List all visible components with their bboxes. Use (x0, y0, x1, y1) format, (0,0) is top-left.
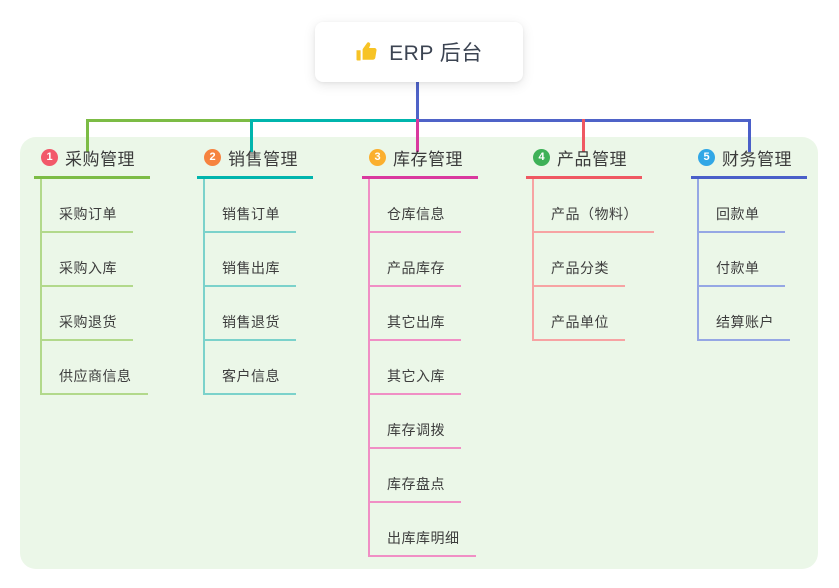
mindmap-node[interactable]: 客户信息 (205, 341, 296, 395)
branch-title: 采购管理 (65, 150, 135, 169)
node-label: 产品库存 (387, 260, 445, 276)
branch-finance-management: 5 财务管理 回款单付款单结算账户 (691, 137, 807, 341)
branch-title: 产品管理 (557, 150, 627, 169)
branch-children: 销售订单销售出库销售退货客户信息 (203, 179, 296, 395)
node-label: 库存调拨 (387, 422, 445, 438)
mindmap-node[interactable]: 采购退货 (42, 287, 133, 341)
connector-bus-green (86, 119, 254, 122)
connector-drop-product (582, 119, 585, 152)
branch-header[interactable]: 4 产品管理 (526, 137, 642, 179)
node-label: 产品分类 (551, 260, 609, 276)
branch-header[interactable]: 5 财务管理 (691, 137, 807, 179)
node-label: 销售出库 (222, 260, 280, 276)
branch-header[interactable]: 2 销售管理 (197, 137, 313, 179)
branch-header[interactable]: 1 采购管理 (34, 137, 150, 179)
branch-children: 仓库信息产品库存其它出库其它入库库存调拨库存盘点出库库明细 (368, 179, 476, 557)
branch-title: 销售管理 (228, 150, 298, 169)
branch-children: 采购订单采购入库采购退货供应商信息 (40, 179, 148, 395)
mindmap-panel (20, 137, 818, 569)
mindmap-node[interactable]: 产品单位 (534, 287, 625, 341)
node-label: 采购订单 (59, 206, 117, 222)
node-label: 结算账户 (716, 314, 774, 330)
branch-number-badge: 5 (698, 149, 715, 166)
root-title: ERP 后台 (389, 42, 483, 65)
branch-number-badge: 4 (533, 149, 550, 166)
node-label: 出库库明细 (387, 530, 460, 546)
mindmap-node[interactable]: 采购订单 (42, 179, 133, 233)
branch-number-badge: 1 (41, 149, 58, 166)
node-label: 付款单 (716, 260, 760, 276)
node-label: 其它入库 (387, 368, 445, 384)
branch-children: 回款单付款单结算账户 (697, 179, 790, 341)
thumbs-up-icon (355, 40, 379, 64)
connector-drop-sales (250, 119, 253, 152)
mindmap-node[interactable]: 库存调拨 (370, 395, 461, 449)
mindmap-node[interactable]: 产品分类 (534, 233, 625, 287)
branch-children: 产品（物料） 产品分类产品单位 (532, 179, 654, 341)
mindmap-node[interactable]: 销售出库 (205, 233, 296, 287)
connector-bus-teal (252, 119, 418, 122)
node-label: 库存盘点 (387, 476, 445, 492)
node-label: 销售订单 (222, 206, 280, 222)
node-label: 采购退货 (59, 314, 117, 330)
node-label: 产品（物料） (551, 206, 638, 222)
mindmap-node[interactable]: 产品库存 (370, 233, 461, 287)
mindmap-node[interactable]: 采购入库 (42, 233, 133, 287)
connector-drop-inventory (416, 119, 419, 152)
mindmap-node[interactable]: 付款单 (699, 233, 785, 287)
branch-inventory-management: 3 库存管理 仓库信息产品库存其它出库其它入库库存调拨库存盘点出库库明细 (362, 137, 478, 557)
node-label: 供应商信息 (59, 368, 132, 384)
mindmap-node[interactable]: 仓库信息 (370, 179, 461, 233)
connector-root-drop (416, 82, 419, 122)
branch-title: 库存管理 (393, 150, 463, 169)
connector-drop-purchase (86, 119, 89, 152)
mindmap-node[interactable]: 其它入库 (370, 341, 461, 395)
mindmap-node[interactable]: 销售订单 (205, 179, 296, 233)
mindmap-node[interactable]: 供应商信息 (42, 341, 148, 395)
mindmap-node[interactable]: 库存盘点 (370, 449, 461, 503)
branch-header[interactable]: 3 库存管理 (362, 137, 478, 179)
branch-product-management: 4 产品管理 产品（物料） 产品分类产品单位 (526, 137, 654, 341)
branch-number-badge: 2 (204, 149, 221, 166)
root-node[interactable]: ERP 后台 (315, 22, 523, 82)
branch-purchase-management: 1 采购管理 采购订单采购入库采购退货供应商信息 (34, 137, 150, 395)
mindmap-node[interactable]: 产品（物料） (534, 179, 654, 233)
node-label: 产品单位 (551, 314, 609, 330)
branch-title: 财务管理 (722, 150, 792, 169)
mindmap-node[interactable]: 销售退货 (205, 287, 296, 341)
branch-number-badge: 3 (369, 149, 386, 166)
mindmap-node[interactable]: 回款单 (699, 179, 785, 233)
connector-drop-finance (748, 119, 751, 152)
node-label: 销售退货 (222, 314, 280, 330)
node-label: 回款单 (716, 206, 760, 222)
mindmap-node[interactable]: 其它出库 (370, 287, 461, 341)
node-label: 采购入库 (59, 260, 117, 276)
node-label: 客户信息 (222, 368, 280, 384)
mindmap-node[interactable]: 结算账户 (699, 287, 790, 341)
branch-sales-management: 2 销售管理 销售订单销售出库销售退货客户信息 (197, 137, 313, 395)
node-label: 其它出库 (387, 314, 445, 330)
mindmap-node[interactable]: 出库库明细 (370, 503, 476, 557)
node-label: 仓库信息 (387, 206, 445, 222)
